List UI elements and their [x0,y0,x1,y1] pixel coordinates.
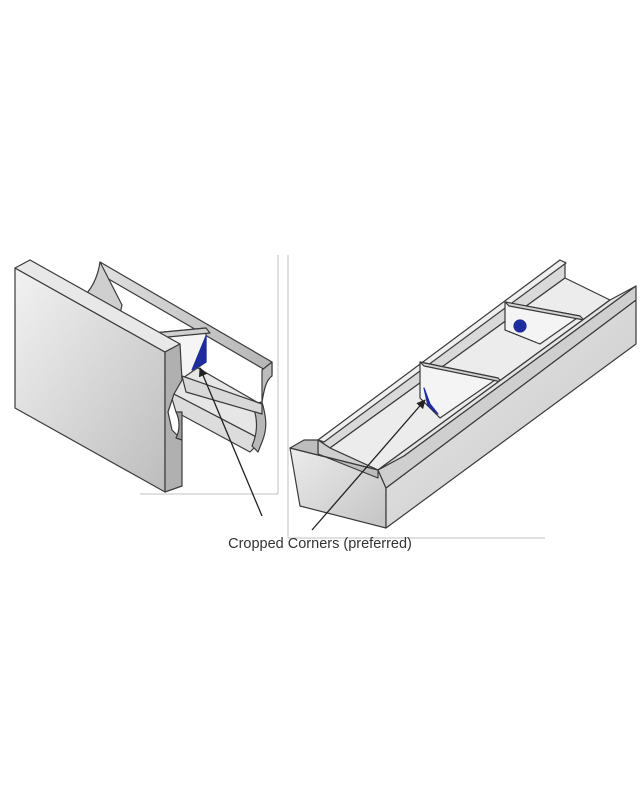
frame-lines [140,255,545,539]
channel-stiffener-drawing [289,259,637,529]
i-beam-stiffener-drawing [14,259,273,493]
cropped-corner-highlight-2 [423,387,439,415]
caption-cropped-corners: Cropped Corners (preferred) [228,536,412,552]
cropped-corner-highlight [191,335,207,371]
right-leader-arrow [311,399,426,531]
left-leader-arrow [198,367,263,517]
bolt-hole [513,319,527,333]
